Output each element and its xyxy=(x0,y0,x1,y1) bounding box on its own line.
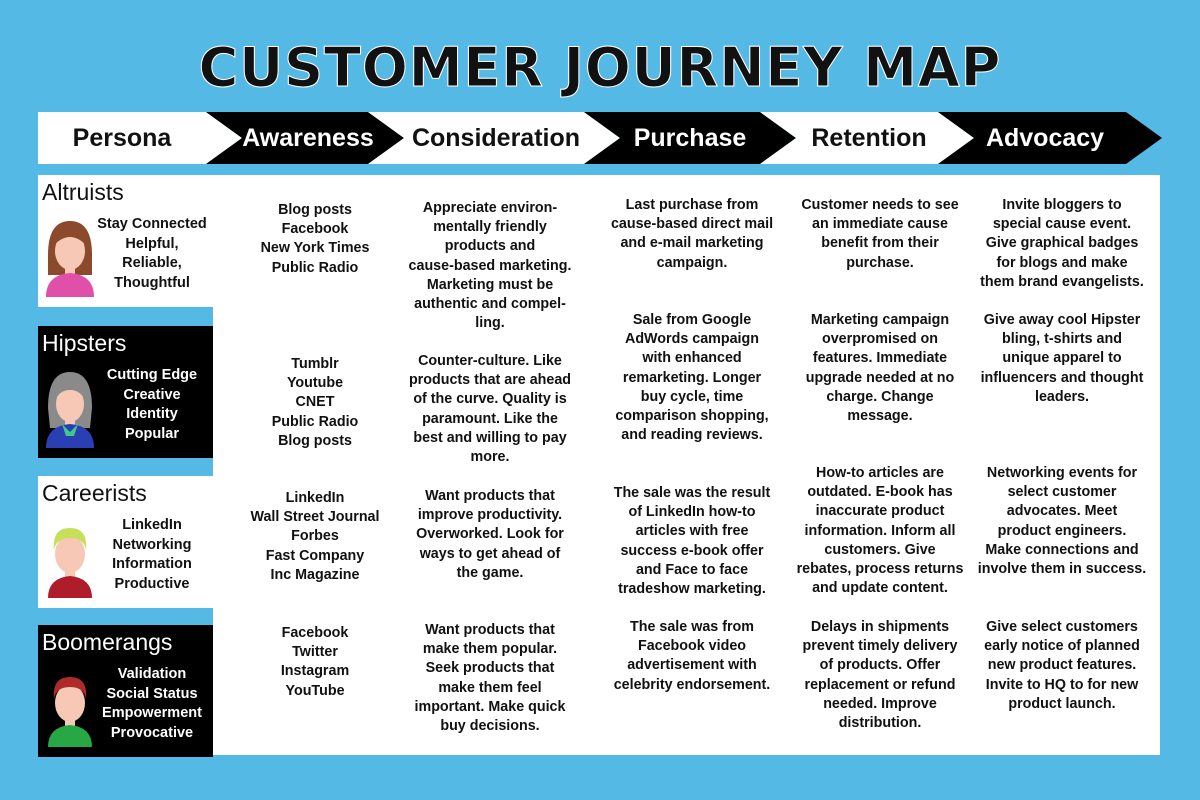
cell-hipsters-advocacy: Give away cool Hipster bling, t-shirts a… xyxy=(980,312,1144,405)
woman-avatar-icon xyxy=(46,372,94,448)
cell-altruists-advocacy: Invite bloggers to special cause event. … xyxy=(980,197,1144,290)
stage-shape-retention xyxy=(760,112,974,164)
cell-boomerangs-advocacy: Give select customers early notice of pl… xyxy=(984,619,1140,712)
stage-shape-advocacy xyxy=(938,112,1162,164)
persona-hipsters: Hipsters Cutting Edge Creative Identity … xyxy=(38,326,213,458)
stage-shape-purchase xyxy=(584,112,796,164)
cell-boomerangs-retention: Delays in shipments prevent timely deliv… xyxy=(802,619,958,732)
cell-altruists-purchase: Last purchase from cause-based direct ma… xyxy=(610,197,774,271)
stage-shape-awareness xyxy=(206,112,404,164)
cell-careerists-advocacy: Networking events for select customer ad… xyxy=(977,465,1147,578)
persona-traits: Cutting Edge Creative Identity Popular xyxy=(106,367,198,442)
cell-careerists-retention: How-to articles are outdated. E-book has… xyxy=(796,465,964,597)
stage-label-awareness: Awareness xyxy=(242,123,374,152)
stage-label-persona: Persona xyxy=(72,123,172,152)
cell-hipsters-awareness: Tumblr Youtube CNET Public Radio Blog po… xyxy=(271,356,359,449)
cell-boomerangs-purchase: The sale was from Facebook video adverti… xyxy=(613,619,771,693)
stage-label-consideration: Consideration xyxy=(411,123,581,152)
persona-name: Careerists xyxy=(42,480,147,506)
journey-grid-panel xyxy=(213,175,1160,755)
cell-altruists-retention: Customer needs to see an immediate cause… xyxy=(801,197,959,271)
stage-label-retention: Retention xyxy=(811,123,927,152)
cell-boomerangs-awareness: Facebook Twitter Instagram YouTube xyxy=(280,625,350,699)
cell-careerists-consideration: Want products that improve productivity.… xyxy=(416,488,564,581)
persona-name: Altruists xyxy=(42,179,124,205)
cell-hipsters-consideration: Counter-culture. Like products that are … xyxy=(408,353,572,466)
cell-altruists-awareness: Blog posts Facebook New York Times Publi… xyxy=(260,202,370,276)
man-avatar-icon xyxy=(48,677,92,747)
woman-avatar-icon xyxy=(46,221,94,297)
page-title: CUSTOMER JOURNEY MAP xyxy=(198,36,1002,100)
persona-traits: Stay Connected Helpful, Reliable, Though… xyxy=(97,216,207,291)
stage-label-purchase: Purchase xyxy=(633,123,747,152)
stage-banner-shapes xyxy=(38,112,1162,164)
persona-traits: Validation Social Status Empowerment Pro… xyxy=(102,666,202,741)
persona-boomerangs: Boomerangs Validation Social Status Empo… xyxy=(38,625,213,757)
stage-shape-consideration xyxy=(368,112,620,164)
cell-hipsters-purchase: Sale from Google AdWords campaign with e… xyxy=(615,312,769,444)
cell-hipsters-retention: Marketing campaign overpromised on featu… xyxy=(805,312,955,425)
cell-careerists-awareness: LinkedIn Wall Street Journal Forbes Fast… xyxy=(250,490,380,583)
cell-boomerangs-consideration: Want products that make them popular. Se… xyxy=(414,622,566,735)
persona-name: Boomerangs xyxy=(42,629,173,655)
stage-label-advocacy: Advocacy xyxy=(985,123,1105,152)
cell-altruists-consideration: Appreciate environ- mentally friendly pr… xyxy=(408,200,572,332)
persona-name: Hipsters xyxy=(42,330,127,356)
persona-careerists: Careerists LinkedIn Networking Informati… xyxy=(38,476,213,608)
persona-altruists: Altruists Stay Connected Helpful, Reliab… xyxy=(38,175,213,307)
persona-traits: LinkedIn Networking Information Producti… xyxy=(112,517,192,592)
cell-careerists-purchase: The sale was the result of LinkedIn how-… xyxy=(613,485,771,598)
man-avatar-icon xyxy=(48,528,92,598)
stage-banner: Persona Awareness Consideration Purchase… xyxy=(38,112,1162,164)
stage-shape-persona xyxy=(38,112,242,164)
